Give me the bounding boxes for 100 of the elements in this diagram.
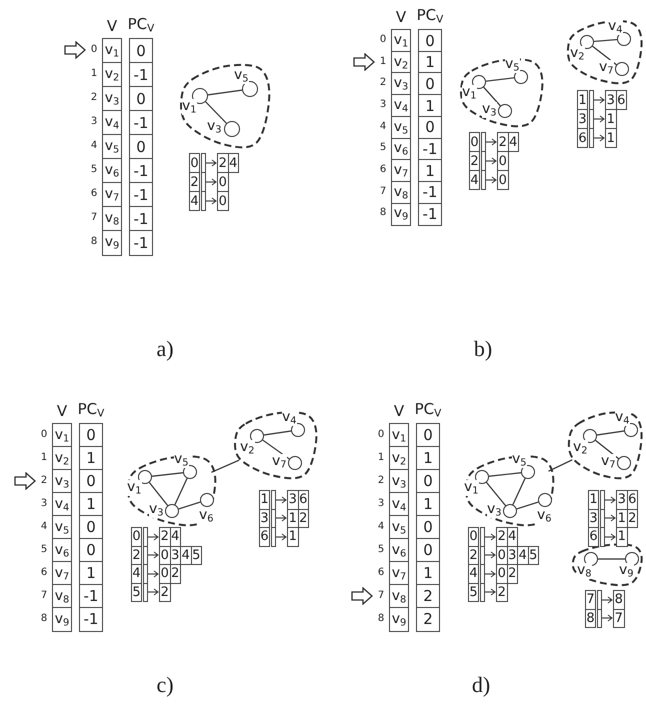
row-index: 6: [40, 568, 48, 578]
row-index: 7: [90, 213, 98, 224]
vertex-label: v$_{1}$: [464, 480, 479, 496]
array-cell: v$_{8}$: [391, 180, 411, 204]
array-cell: -1: [418, 180, 442, 204]
list-value-cell: 4: [508, 132, 519, 152]
vertex-label: v$_{3}$: [487, 502, 502, 518]
array-cell: v$_{6}$: [102, 158, 122, 184]
column-header: V: [106, 19, 118, 35]
vertex-label: v$_{5}$: [174, 452, 189, 468]
vertex-circle: [617, 32, 631, 46]
row-index: 3: [40, 498, 48, 510]
array-cell: v$_{1}$: [102, 38, 122, 64]
array-cell: 1: [416, 492, 440, 516]
vertex-circle: [583, 429, 597, 443]
array-cell: v$_{7}$: [389, 561, 409, 586]
array-cell: -1: [129, 62, 153, 88]
vertex-label: v$_{7}$: [272, 454, 287, 470]
row-index: 5: [378, 143, 388, 154]
array-cell: 1: [416, 446, 440, 470]
row-index: 5: [90, 165, 98, 176]
dashed-cluster-outline: [125, 452, 219, 527]
array-cell: v$_{6}$: [391, 138, 411, 161]
list-key-cell: 1: [259, 490, 270, 510]
array-cell: 0: [418, 116, 442, 139]
array-cell: -1: [129, 182, 153, 208]
row-index: 8: [378, 208, 388, 220]
column-header: V: [394, 10, 408, 26]
array-cell: v$_{9}$: [391, 202, 411, 226]
list-value-cell: 5: [190, 546, 202, 565]
list-key-cell: 1: [577, 90, 588, 110]
array-cell: 1: [79, 492, 103, 516]
row-index: 3: [376, 498, 386, 510]
vertex-label: v$_{3}$: [482, 102, 497, 118]
array-cell: v$_{3}$: [389, 469, 409, 494]
vertex-label: v$_{6}$: [537, 508, 552, 524]
row-index: 0: [90, 45, 98, 56]
array-cell: v$_{5}$: [389, 515, 409, 540]
list-value-cell: 1: [605, 128, 616, 148]
row-index: 6: [90, 189, 98, 200]
column-header: PC$_{V}$: [414, 402, 442, 420]
row-index: 6: [378, 165, 388, 176]
list-value-cell: 5: [528, 546, 539, 565]
array-cell: v$_{9}$: [102, 230, 122, 256]
panel-caption: a): [155, 338, 175, 363]
column-header: V: [56, 404, 68, 420]
list-key-cell: 4: [468, 564, 479, 584]
array-cell: 1: [416, 561, 440, 586]
list-value-cell: 0: [217, 191, 228, 211]
list-key-cell: 5: [468, 582, 479, 602]
graph-edge: [548, 459, 573, 472]
row-index: 0: [40, 430, 48, 440]
array-cell: v$_{3}$: [391, 72, 411, 96]
vertex-circle: [514, 70, 528, 84]
vertex-label: v$_{2}$: [570, 46, 585, 62]
graph-edge: [488, 472, 522, 477]
list-key-cell: 3: [259, 508, 270, 528]
row-index: 0: [378, 34, 388, 46]
vertex-label: v$_{3}$: [149, 502, 164, 518]
graph-edge: [205, 101, 227, 124]
list-key-cell: 0: [189, 153, 200, 173]
vertex-label: v$_{4}$: [608, 19, 623, 36]
list-value-cell: 7: [613, 608, 624, 628]
row-index: 7: [40, 590, 48, 602]
array-cell: -1: [129, 158, 153, 184]
graph-edge: [594, 38, 618, 42]
array-cell: 0: [129, 134, 153, 160]
vertex-circle: [503, 504, 517, 518]
vertex-circle: [521, 465, 535, 479]
array-cell: v$_{4}$: [102, 110, 122, 136]
list-key-cell: 8: [585, 608, 596, 628]
vertex-label: v$_{9}$: [619, 563, 634, 580]
vertex-label: v$_{1}$: [182, 99, 197, 116]
list-key-cell: 0: [469, 132, 480, 152]
vertex-circle: [291, 423, 305, 437]
vertex-label: v$_{1}$: [127, 480, 142, 496]
row-index: 2: [90, 93, 98, 104]
list-key-cell: 2: [469, 151, 480, 171]
list-key-cell: 6: [577, 128, 588, 148]
list-key-cell: 2: [131, 546, 142, 565]
array-cell: 0: [129, 86, 153, 112]
vertex-circle: [138, 470, 152, 484]
list-key-cell: 6: [259, 527, 270, 546]
list-key-cell: 4: [131, 564, 142, 584]
array-cell: -1: [129, 110, 153, 136]
list-value-cell: 2: [506, 564, 518, 584]
graph-edge: [208, 90, 242, 96]
array-cell: -1: [129, 230, 153, 256]
array-cell: v$_{8}$: [52, 584, 72, 608]
panel-caption: b): [472, 338, 494, 363]
graph-edge: [486, 482, 506, 506]
list-value-cell: 2: [159, 582, 170, 602]
array-cell: v$_{5}$: [52, 515, 72, 540]
dashed-cluster-outline: [232, 408, 320, 480]
row-index: 4: [90, 141, 98, 152]
vertex-circle: [200, 493, 214, 507]
vertex-label: v$_{6}$: [199, 508, 214, 524]
list-value-cell: 1: [616, 527, 628, 546]
vertex-label: v$_{2}$: [573, 440, 588, 456]
array-cell: v$_{6}$: [52, 538, 72, 562]
